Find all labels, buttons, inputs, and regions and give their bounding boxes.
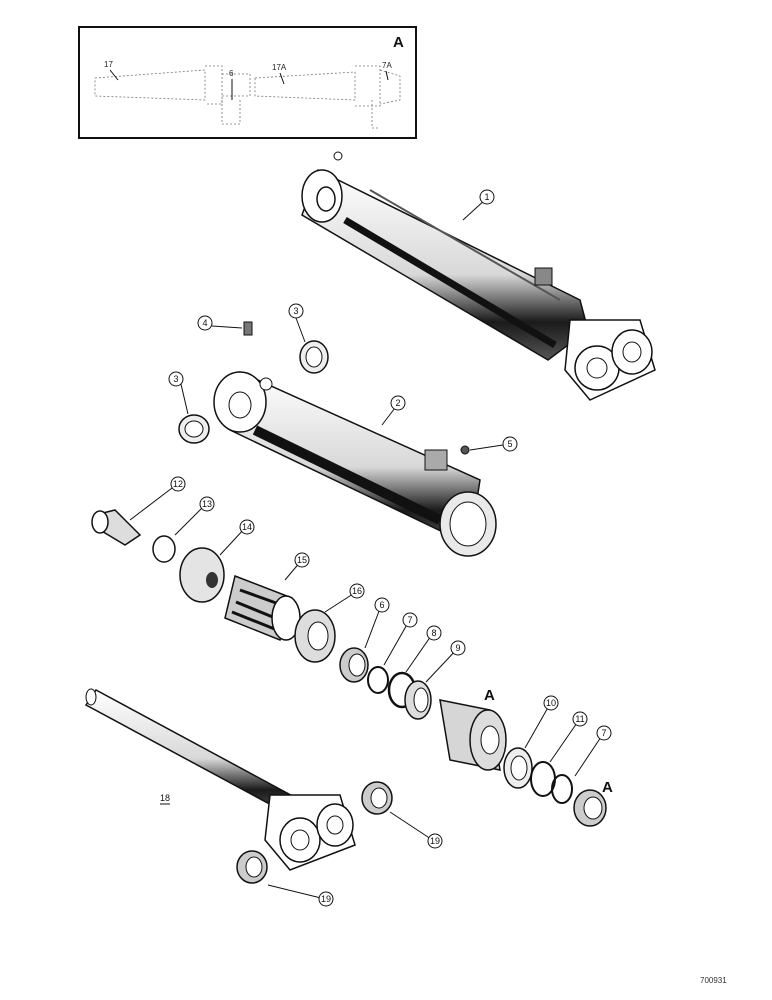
callout-5: 5	[502, 436, 518, 452]
part-3-bushing-left	[178, 414, 210, 444]
callout-3-upper: 3	[288, 303, 304, 319]
callout-18: 18	[160, 793, 170, 805]
svg-text:14: 14	[242, 522, 252, 532]
view-marker-a-gland: A	[484, 687, 495, 704]
callout-12: 12	[170, 476, 186, 492]
callout-10: 10	[543, 695, 559, 711]
part-17-gland	[439, 699, 507, 771]
svg-text:3: 3	[293, 306, 298, 316]
part-3-bushing-upper	[299, 340, 329, 374]
svg-text:1: 1	[484, 192, 489, 202]
part-9-seal	[404, 680, 432, 720]
svg-text:7: 7	[601, 728, 606, 738]
callout-19-left: 19	[318, 891, 334, 907]
callout-2: 2	[390, 395, 406, 411]
part-7-o-ring	[367, 666, 389, 694]
figure-number: 700931	[700, 976, 727, 985]
callout-4: 4	[197, 315, 213, 331]
callout-14: 14	[239, 519, 255, 535]
svg-text:16: 16	[352, 586, 362, 596]
callout-6: 6	[374, 597, 390, 613]
svg-text:18: 18	[160, 793, 170, 803]
inset-label-7a: 7A	[382, 61, 392, 70]
svg-text:6: 6	[379, 600, 384, 610]
part-10-seal	[503, 747, 533, 789]
part-16-wear-ring	[294, 609, 336, 663]
part-15-piston	[224, 574, 301, 642]
inset-detail-a: A 17 6 17A 7A	[78, 26, 417, 139]
svg-text:4: 4	[202, 318, 207, 328]
svg-text:7: 7	[407, 615, 412, 625]
svg-text:9: 9	[455, 643, 460, 653]
callout-7-lower: 7	[596, 725, 612, 741]
svg-text:19: 19	[321, 894, 331, 904]
inset-label-17a: 17A	[272, 63, 287, 72]
callout-16: 16	[349, 583, 365, 599]
part-18-piston-rod	[84, 688, 356, 871]
callout-13: 13	[199, 496, 215, 512]
part-12-bolt	[91, 509, 142, 546]
callout-15: 15	[294, 552, 310, 568]
svg-text:11: 11	[575, 714, 584, 724]
callout-11: 11	[572, 711, 588, 727]
part-4-grease-fitting	[243, 321, 253, 336]
part-1-assembled-cylinder	[301, 151, 656, 401]
part-19-bushing-right	[361, 781, 393, 815]
svg-text:10: 10	[546, 698, 556, 708]
callout-1: 1	[479, 189, 495, 205]
part-2-cylinder-tube	[213, 370, 497, 557]
part-14-piston-nut	[179, 547, 225, 603]
callout-7: 7	[402, 612, 418, 628]
callout-3-left: 3	[168, 371, 184, 387]
inset-label-17: 17	[104, 60, 113, 69]
view-marker-a-bushing: A	[602, 779, 613, 796]
inset-title: A	[393, 34, 404, 51]
part-13-washer	[152, 535, 176, 563]
svg-text:5: 5	[507, 439, 512, 449]
svg-text:12: 12	[173, 479, 183, 489]
part-7-o-ring-lower	[551, 774, 573, 804]
part-7a-bushing	[573, 789, 607, 827]
svg-text:19: 19	[430, 836, 440, 846]
svg-text:3: 3	[173, 374, 178, 384]
part-19-bushing-left	[236, 850, 268, 884]
callout-8: 8	[426, 625, 442, 641]
svg-text:13: 13	[202, 499, 212, 509]
callout-9: 9	[450, 640, 466, 656]
callout-19-right: 19	[427, 833, 443, 849]
inset-label-6: 6	[229, 69, 234, 78]
part-6-bushing	[339, 647, 369, 683]
svg-text:2: 2	[395, 398, 400, 408]
svg-text:15: 15	[297, 555, 307, 565]
svg-text:8: 8	[431, 628, 436, 638]
part-5-plug	[460, 445, 470, 455]
